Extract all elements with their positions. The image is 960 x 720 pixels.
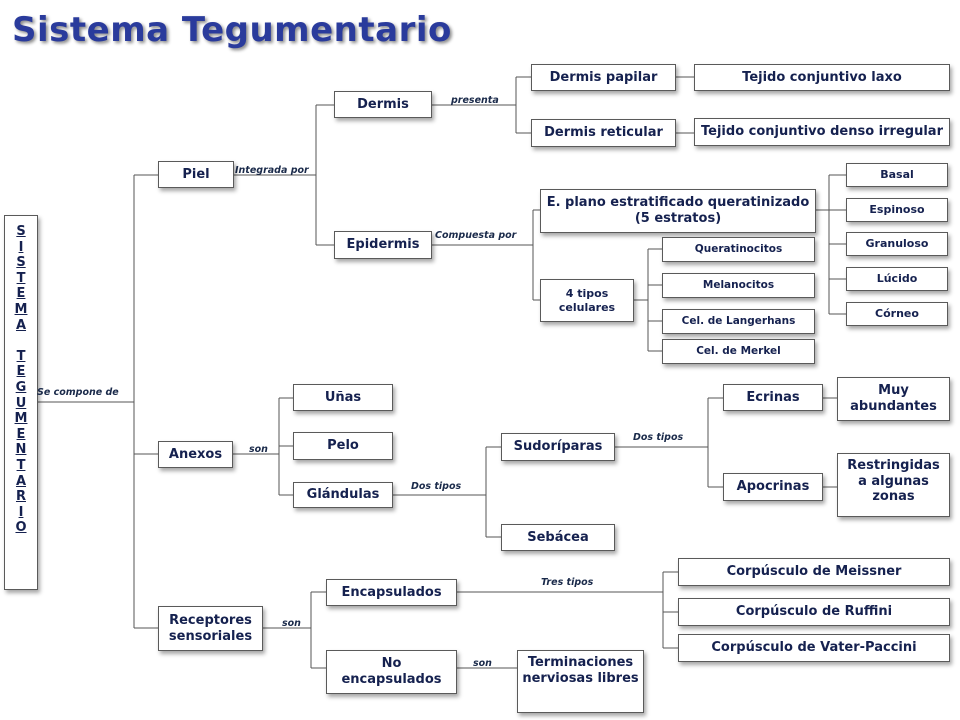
vertical-title-letter: G [15, 379, 27, 395]
vertical-title-letter: A [15, 317, 27, 333]
vertical-title-letter: E [16, 286, 26, 302]
node-dermis-reticular: Dermis reticular [531, 119, 676, 147]
vertical-title-letter: R [15, 489, 26, 505]
node-encapsulados: Encapsulados [326, 579, 457, 606]
node-pelo: Pelo [293, 432, 393, 460]
vertical-title-letter: E [16, 426, 26, 442]
vertical-title-letter: O [15, 520, 27, 536]
label-compuesta-por: Compuesta por [435, 230, 517, 241]
node-glandulas: Glándulas [293, 482, 393, 508]
node-sebacea: Sebácea [501, 524, 615, 551]
label-se-compone-de: Se compone de [37, 387, 119, 398]
vertical-title-letter: S [16, 224, 26, 239]
node-merkel: Cel. de Merkel [662, 339, 815, 364]
node-muy-abundantes: Muy abundantes [837, 377, 950, 421]
node-terminaciones: Terminaciones nerviosas libres [517, 650, 644, 713]
node-anexos: Anexos [158, 441, 233, 468]
label-son-receptores: son [282, 618, 301, 629]
node-tejido-denso: Tejido conjuntivo denso irregular [694, 118, 950, 146]
node-queratinocitos: Queratinocitos [662, 237, 815, 262]
node-granuloso: Granuloso [846, 232, 948, 256]
vertical-title-letter: M [14, 301, 28, 317]
vertical-title-letter: N [15, 442, 27, 458]
vertical-title-letter: S [16, 255, 26, 271]
node-ruffini: Corpúsculo de Ruffini [678, 598, 950, 626]
node-unas: Uñas [293, 384, 393, 411]
node-basal: Basal [846, 163, 948, 187]
node-epidermis: Epidermis [334, 231, 432, 259]
node-vater-paccini: Corpúsculo de Vater-Paccini [678, 634, 950, 662]
page-title: Sistema Tegumentario [12, 10, 452, 50]
vertical-title-letter: T [16, 457, 26, 473]
node-dermis: Dermis [334, 91, 432, 118]
node-espinoso: Espinoso [846, 198, 948, 222]
node-piel: Piel [158, 161, 234, 188]
node-epitelio: E. plano estratificado queratinizado (5 … [540, 189, 816, 233]
vertical-title-letter: T [16, 348, 26, 364]
node-tipos-celulares: 4 tipos celulares [540, 279, 634, 322]
vertical-title-letter: M [14, 411, 28, 427]
label-son-anexos: son [249, 444, 268, 455]
node-corneo: Córneo [846, 302, 948, 326]
label-presenta: presenta [451, 95, 499, 106]
vertical-title-letter: I [18, 504, 24, 520]
node-receptores: Receptores sensoriales [158, 606, 263, 651]
node-sudoriparas: Sudoríparas [501, 433, 615, 461]
vertical-title-letter: A [15, 473, 27, 489]
label-dos-tipos-glandulas: Dos tipos [411, 481, 462, 492]
node-restringidas: Restringidas a algunas zonas [837, 453, 950, 517]
node-dermis-papilar: Dermis papilar [531, 64, 676, 91]
vertical-title-letter: E [16, 364, 26, 380]
node-tejido-laxo: Tejido conjuntivo laxo [694, 64, 950, 91]
vertical-title-letter: U [15, 395, 27, 411]
vertical-title-letter: I [18, 239, 24, 255]
node-lucido: Lúcido [846, 267, 948, 291]
node-no-encapsulados: No encapsulados [326, 650, 457, 694]
label-integrada-por: Integrada por [235, 165, 309, 176]
node-ecrinas: Ecrinas [723, 384, 823, 411]
vertical-title-letter: T [16, 270, 26, 286]
node-langerhans: Cel. de Langerhans [662, 309, 815, 334]
label-dos-tipos-sudoriparas: Dos tipos [633, 432, 684, 443]
node-melanocitos: Melanocitos [662, 273, 815, 298]
node-meissner: Corpúsculo de Meissner [678, 558, 950, 586]
node-apocrinas: Apocrinas [723, 473, 823, 501]
label-tres-tipos: Tres tipos [541, 577, 594, 588]
label-son-no-encapsulados: son [473, 658, 492, 669]
